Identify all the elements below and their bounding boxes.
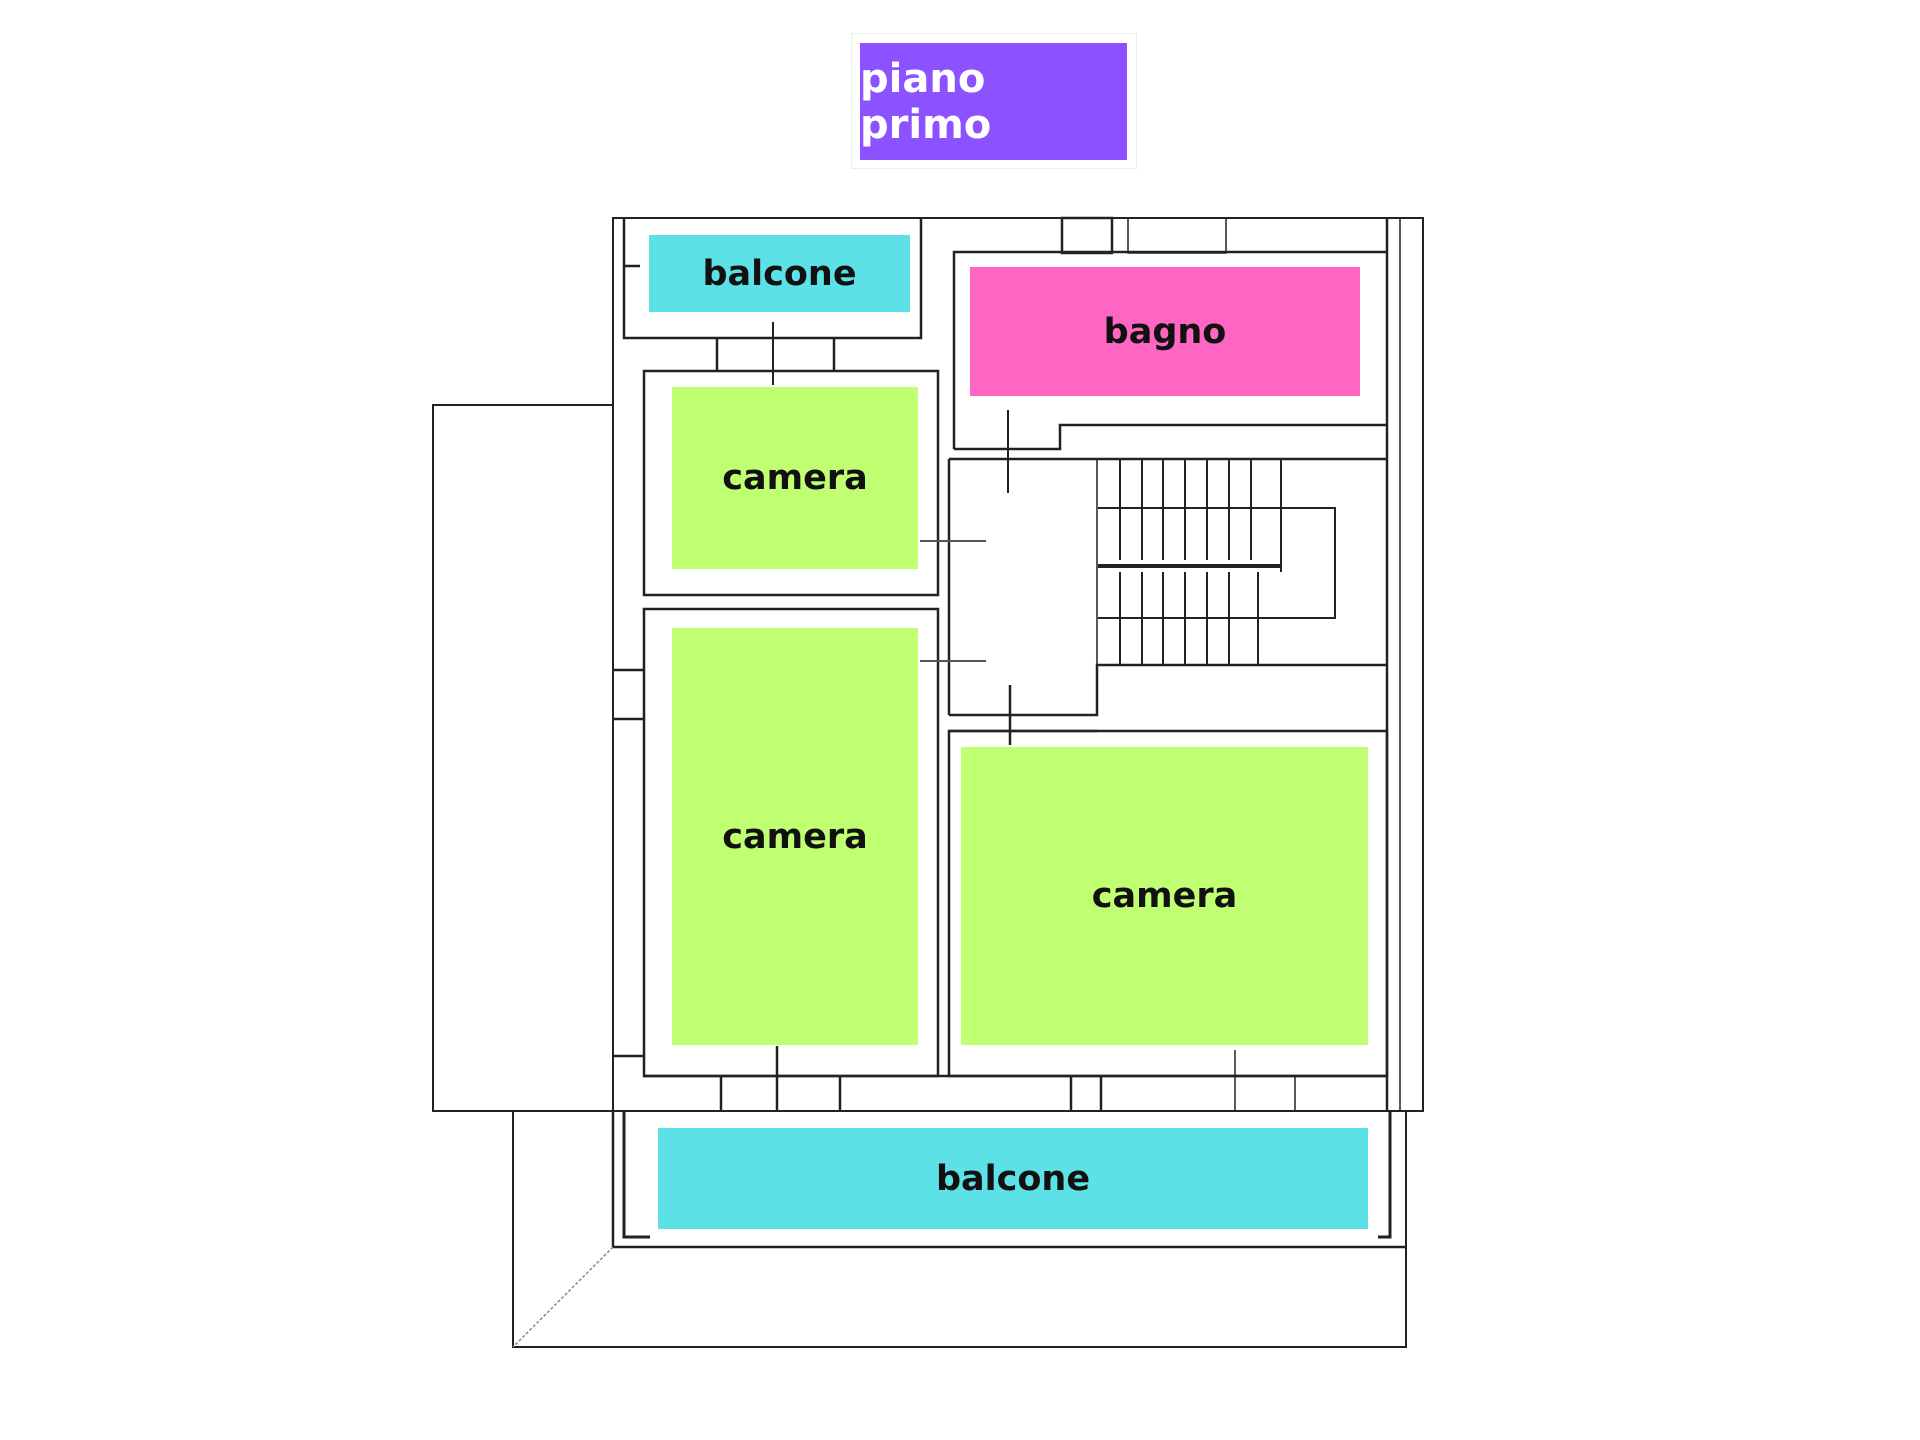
floor-title: piano primo — [860, 43, 1127, 160]
room-camera-2: camera — [672, 628, 918, 1045]
room-balcone-bottom: balcone — [658, 1128, 1368, 1229]
room-camera-3: camera — [961, 747, 1368, 1045]
room-bagno: bagno — [970, 267, 1360, 396]
room-balcone-top: balcone — [649, 235, 910, 312]
title-frame — [851, 33, 1137, 169]
room-camera-1: camera — [672, 387, 918, 569]
